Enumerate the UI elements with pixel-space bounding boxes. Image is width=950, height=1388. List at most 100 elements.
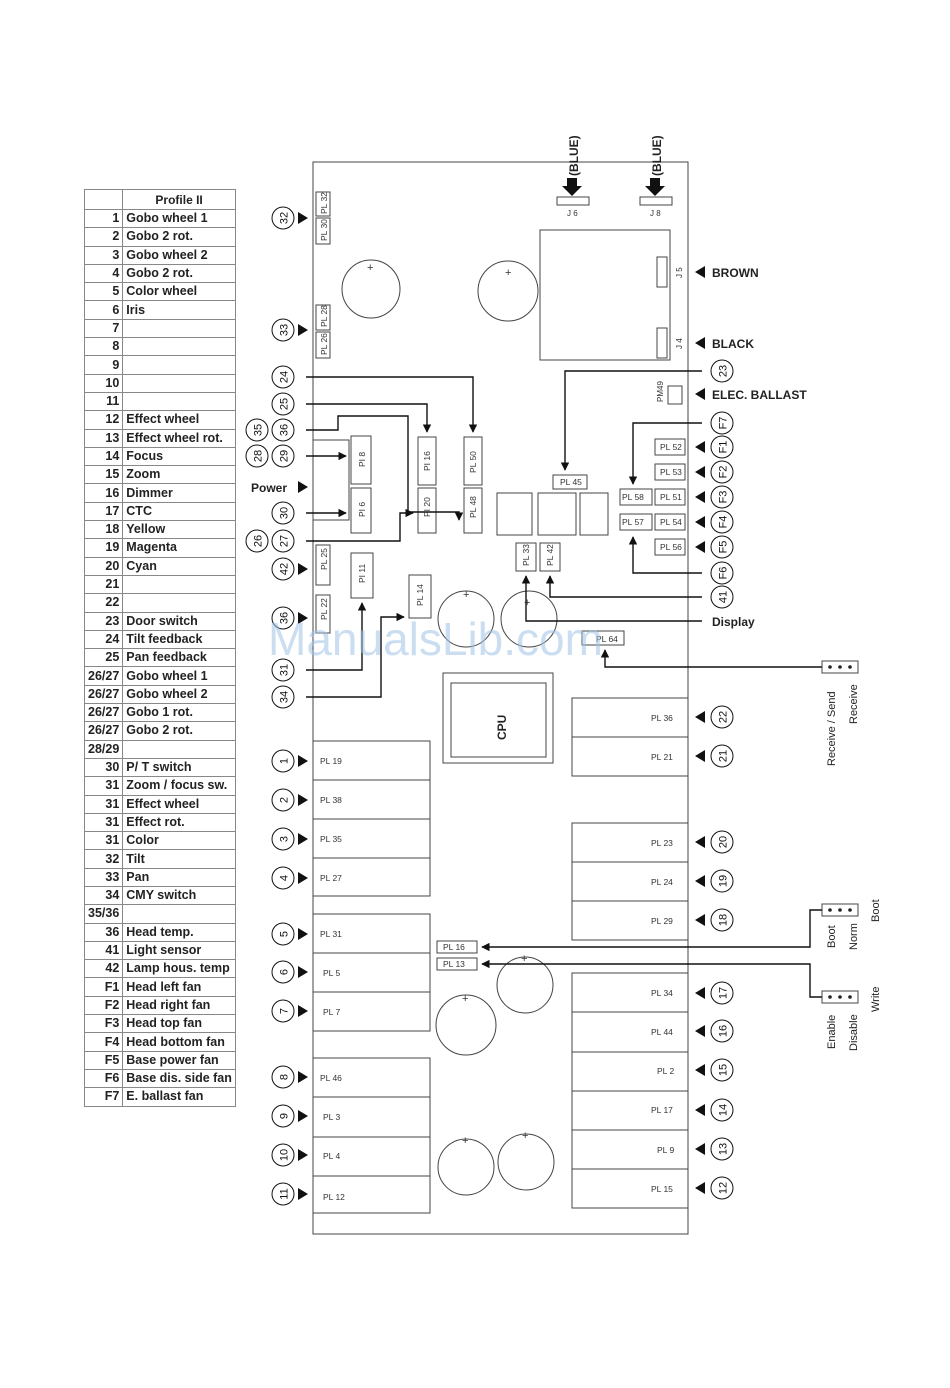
wire-boot — [481, 909, 822, 952]
callout-circle-c18 — [710, 908, 734, 932]
callout-circle-c16 — [710, 1019, 734, 1043]
callout-number-c42: 42 — [279, 563, 291, 575]
callout-number-c9: 9 — [279, 1113, 291, 1119]
enable-label: Enable — [826, 1015, 838, 1049]
callout-circle-cF7 — [710, 411, 734, 435]
j8-connector — [639, 196, 673, 206]
svg-text:+: + — [505, 267, 511, 279]
legend-function: Head temp. — [122, 922, 236, 942]
callout-circle-c11 — [271, 1182, 295, 1206]
legend-function: Door switch — [122, 611, 236, 631]
pl16h-connector — [436, 940, 478, 954]
callout-circle-c5 — [271, 922, 295, 946]
pl11-connector — [350, 552, 374, 599]
pl27-label: PL 27 — [320, 873, 342, 883]
legend-function: Gobo wheel 2 — [122, 245, 236, 265]
callout-number-c6: 6 — [279, 969, 291, 975]
pl50-label: PL 50 — [468, 451, 478, 473]
pl20-label: PI 20 — [422, 497, 432, 517]
legend-number: 26/27 — [83, 666, 124, 686]
legend-number: 31 — [83, 831, 124, 851]
legend-number: 36 — [83, 922, 124, 942]
callout-circle-c36 — [271, 418, 295, 442]
pl35-label: PL 35 — [320, 834, 342, 844]
left-block-b — [312, 913, 431, 1032]
svg-text:+: + — [522, 1130, 528, 1142]
pl42-label: PL 42 — [545, 544, 555, 566]
pl4-label: PL 4 — [323, 1151, 340, 1161]
legend-row: 22 — [83, 593, 236, 613]
callout-circle-c17 — [710, 981, 734, 1005]
callout-number-c12: 12 — [718, 1182, 730, 1194]
pl25-label: PL 25 — [319, 548, 329, 570]
pl54-connector — [654, 513, 686, 531]
pl64-label: PL 64 — [596, 634, 618, 644]
legend-function: Gobo wheel 1 — [122, 208, 236, 229]
callout-number-cF5: F5 — [718, 541, 730, 554]
pl3-label: PL 3 — [323, 1112, 340, 1122]
callout-circle-c32 — [271, 206, 295, 230]
svg-text:+: + — [524, 597, 530, 609]
right-arrows — [562, 178, 705, 1194]
callout-circle-c19 — [710, 869, 734, 893]
callout-circle-cF5 — [710, 535, 734, 559]
callout-number-c34: 34 — [279, 691, 291, 703]
wire-write — [481, 959, 822, 998]
pl25-connector — [315, 544, 331, 586]
pl23-label: PL 23 — [651, 838, 673, 848]
wire-receive — [600, 649, 822, 668]
pl48-connector — [463, 487, 483, 534]
callout-circle-c30 — [271, 501, 295, 525]
pl34-label: PL 34 — [651, 988, 673, 998]
legend-function: Color — [122, 831, 236, 851]
legend-function: Color wheel — [122, 282, 236, 302]
callout-circle-c25 — [271, 392, 295, 416]
pl24-label: PL 24 — [651, 877, 673, 887]
svg-text:+: + — [367, 262, 373, 274]
pl11-label: PI 11 — [357, 564, 367, 583]
callout-number-c28: 28 — [253, 450, 265, 462]
callout-circle-c22 — [710, 705, 734, 729]
callout-number-c32: 32 — [279, 212, 291, 224]
legend-header-row: Profile II — [83, 189, 236, 210]
norm-label: Norm — [848, 923, 860, 950]
callout-circle-cF1 — [710, 435, 734, 459]
pl28-connector — [315, 304, 331, 331]
legend-function: Gobo 1 rot. — [122, 703, 236, 723]
capacitor-4 — [500, 590, 558, 648]
pl46-label: PL 46 — [320, 1073, 342, 1083]
legend-function: Head right fan — [122, 995, 236, 1016]
callout-circle-c34 — [271, 685, 295, 709]
callout-number-cF2: F2 — [718, 466, 730, 479]
pl48-label: PL 48 — [468, 496, 478, 518]
pl33-connector — [515, 542, 537, 572]
legend-function: Gobo wheel 2 — [122, 684, 236, 705]
pl22-connector — [315, 594, 331, 634]
capacitor-1 — [341, 259, 401, 319]
callout-number-c27: 27 — [279, 535, 291, 547]
wire-24 — [306, 376, 478, 433]
pl14-label: PL 14 — [415, 584, 425, 606]
cpu-outer — [442, 672, 554, 764]
pl57-label: PL 57 — [622, 517, 644, 527]
svg-text:+: + — [463, 589, 469, 601]
legend-function: Head left fan — [122, 977, 236, 997]
legend-function: Gobo 2 rot. — [122, 263, 236, 284]
legend-number: 26/27 — [83, 703, 124, 723]
pl58-label: PL 58 — [622, 492, 644, 502]
callout-number-c31: 31 — [279, 664, 291, 676]
legend-number: 19 — [83, 538, 124, 558]
legend-function: Focus — [122, 446, 236, 467]
callout-circle-c27 — [271, 529, 295, 553]
receive-send-label: Receive / Send — [826, 691, 838, 766]
